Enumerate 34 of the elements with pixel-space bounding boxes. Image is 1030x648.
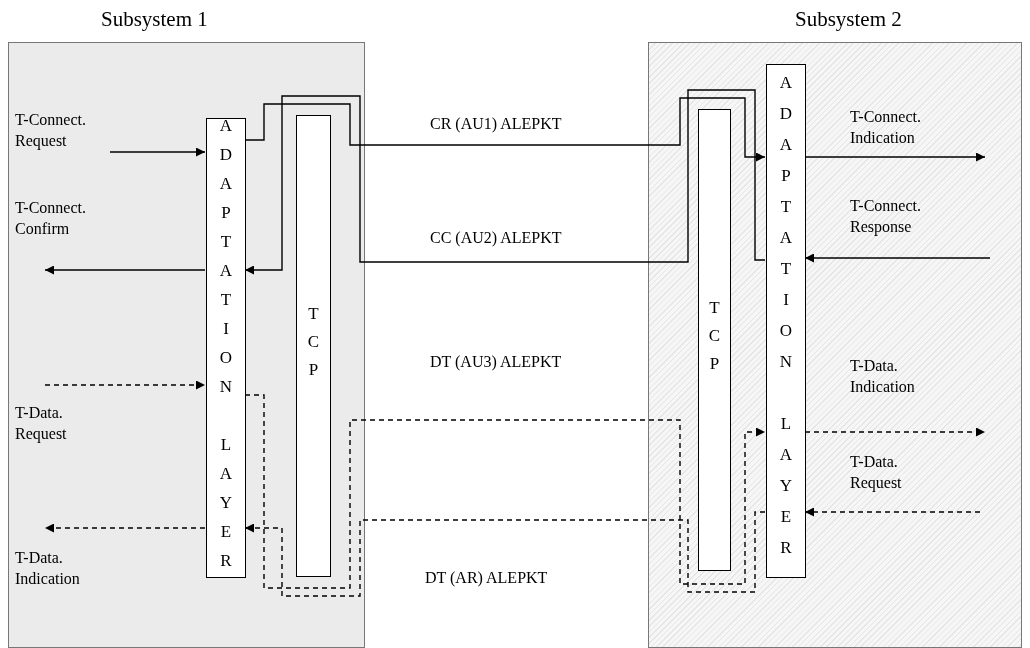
layer-name: ADAPTATION LAYER bbox=[777, 73, 795, 569]
arrow bbox=[804, 507, 981, 517]
layer-name: TCP bbox=[305, 304, 322, 388]
edge-label: T-Connect. Confirm bbox=[15, 198, 87, 239]
arrow bbox=[244, 97, 766, 162]
arrow bbox=[109, 147, 206, 157]
arrow bbox=[804, 253, 991, 263]
tcp-bar bbox=[296, 115, 331, 577]
edge-label: T-Connect. Response bbox=[850, 196, 922, 238]
edge-label: DT (AR) ALEPKT bbox=[425, 568, 548, 589]
subsystem-title: Subsystem 1 bbox=[101, 7, 208, 32]
arrow bbox=[244, 394, 766, 589]
arrow bbox=[44, 265, 206, 275]
edge-label: DT (AU3) ALEPKT bbox=[430, 352, 562, 373]
arrow bbox=[244, 89, 766, 275]
edge-label: T-Data. Request bbox=[15, 403, 68, 445]
edge-label: T-Data. Request bbox=[850, 452, 903, 494]
tcp-bar bbox=[698, 109, 731, 571]
edge-label: CR (AU1) ALEPKT bbox=[430, 114, 562, 135]
edge-label: T-Connect. Request bbox=[15, 110, 87, 152]
adaptation-layer-bar bbox=[206, 118, 246, 578]
layer-name: ADAPTATION LAYER bbox=[217, 116, 235, 580]
subsystem-title: Subsystem 2 bbox=[795, 7, 902, 32]
arrow bbox=[244, 511, 766, 597]
edge-label: T-Connect. Indication bbox=[850, 107, 922, 148]
edge-label: CC (AU2) ALEPKT bbox=[430, 228, 562, 249]
edge-label: T-Data. Indication bbox=[850, 356, 916, 397]
layer-name: TCP bbox=[706, 298, 723, 382]
arrow bbox=[804, 152, 986, 162]
arrow bbox=[44, 380, 206, 390]
arrow bbox=[804, 427, 986, 437]
arrow bbox=[44, 523, 206, 533]
adaptation-layer-bar bbox=[766, 64, 806, 578]
edge-label: T-Data. Indication bbox=[15, 548, 81, 589]
